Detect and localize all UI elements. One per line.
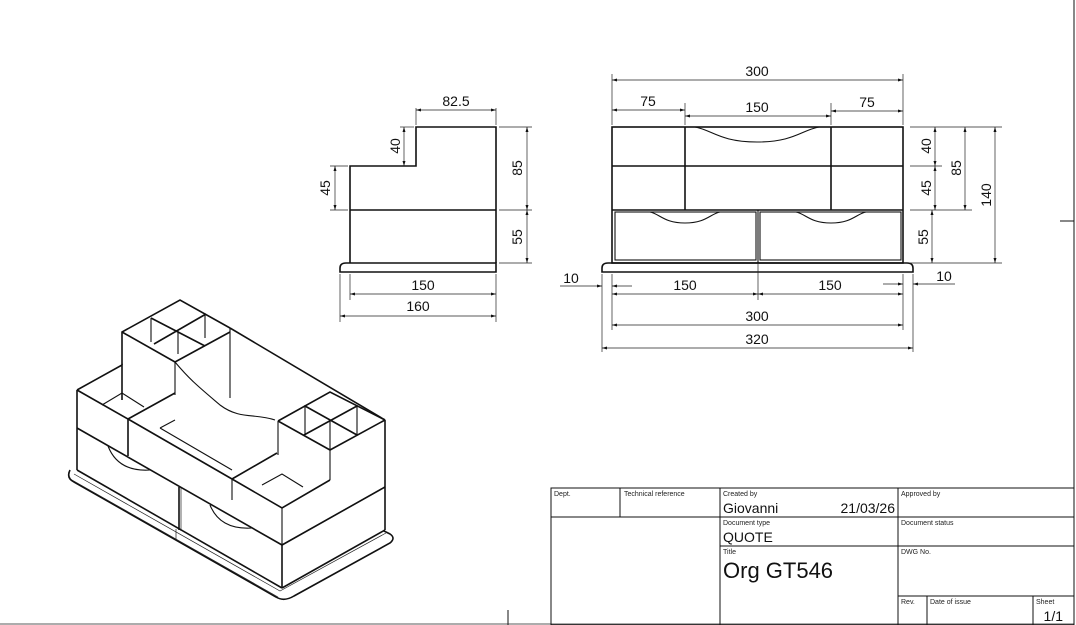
dim-right-upper: 85 [509,160,525,176]
side-view: 82.5 40 45 85 55 150 [317,93,532,322]
dim-left-comp: 75 [640,93,656,109]
dim-body-width: 300 [745,308,769,324]
date-issue-label: Date of issue [930,599,971,606]
dim-left-upper: 45 [317,180,333,196]
dim-drawer-height: 55 [915,229,931,245]
sheet-value: 1/1 [1044,608,1064,624]
dim-right-overhang: 10 [936,268,952,284]
rev-label: Rev. [901,599,915,606]
dim-step-height: 40 [387,138,403,154]
dim-right-lower: 55 [509,229,525,245]
approved-by-label: Approved by [901,491,941,498]
doc-status-label: Document status [901,520,954,527]
dwg-no-label: DWG No. [901,549,931,556]
dim-upper-total: 85 [948,160,964,176]
dim-body-depth: 150 [411,277,435,293]
doc-type-value: QUOTE [723,529,773,545]
front-view: 300 75 150 75 40 45 85 140 55 [560,63,1002,352]
dim-left-overhang: 10 [563,270,579,286]
doc-type-label: Document type [723,520,770,527]
sheet-label: Sheet [1036,599,1054,606]
dim-total-height: 140 [978,183,994,207]
dim-center-comp: 150 [745,99,769,115]
dim-top-width: 82.5 [442,93,469,109]
title-label: Title [723,549,736,556]
created-by-value: Giovanni [723,500,778,516]
dim-base-depth: 160 [406,298,430,314]
dept-label: Dept. [554,491,571,498]
dim-right-comp: 75 [859,94,875,110]
dim-left-drawer: 150 [673,277,697,293]
dim-overall-top: 300 [745,63,769,79]
dim-right-drawer: 150 [818,277,842,293]
dim-upper-top: 40 [918,138,934,154]
title-value: Org GT546 [723,558,833,583]
dim-upper-mid: 45 [918,180,934,196]
created-by-label: Created by [723,491,758,498]
side-view-dims: 82.5 40 45 85 55 150 [317,93,532,322]
front-view-dims: 300 75 150 75 40 45 85 140 55 [560,63,1002,352]
tech-ref-label: Technical reference [624,491,685,498]
created-date: 21/03/26 [841,500,896,516]
isometric-view [67,299,394,601]
dim-base-width: 320 [745,331,769,347]
title-block: Dept. Technical reference Created by Gio… [550,487,1075,625]
